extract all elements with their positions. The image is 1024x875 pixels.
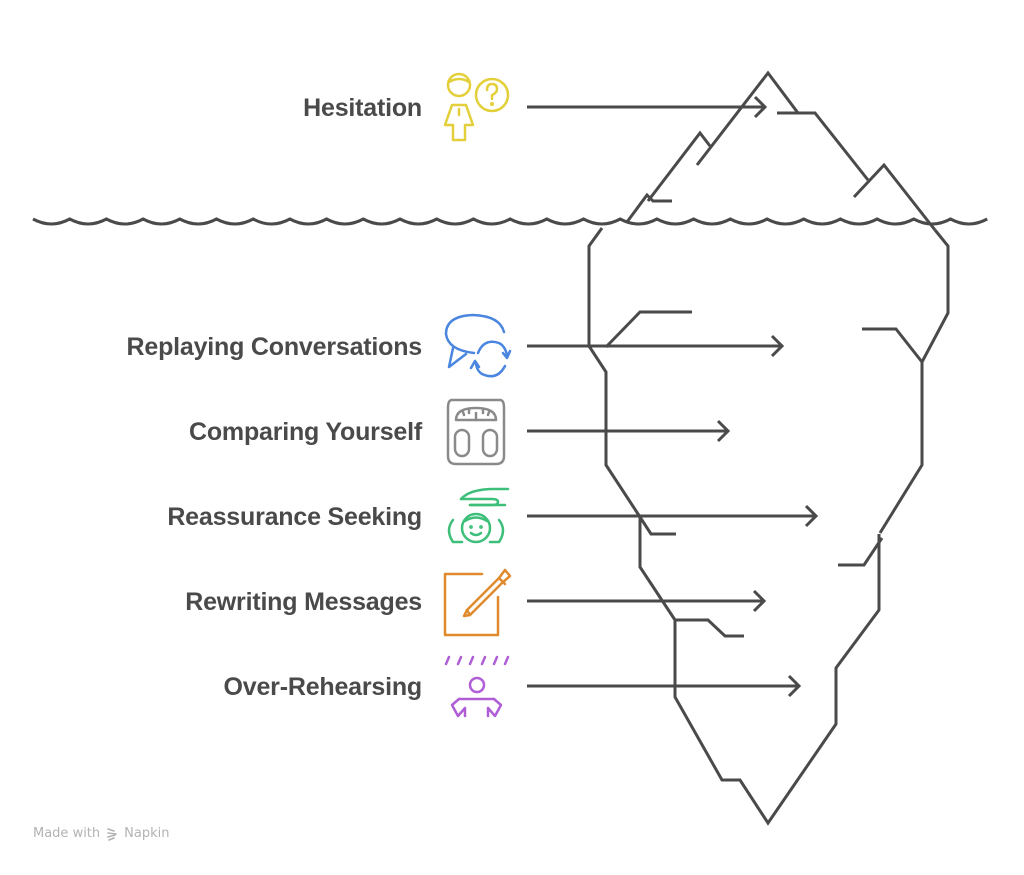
waterline (32, 217, 988, 226)
label-over-rehearsing: Over-Rehearsing (223, 673, 423, 701)
label-comparing-yourself: Comparing Yourself (188, 418, 422, 446)
iceberg-tip-crack (695, 70, 801, 166)
footer-watermark: Made with Napkin (33, 826, 169, 841)
napkin-logo-icon (107, 827, 117, 841)
iceberg-crack-2 (862, 327, 924, 363)
label-reassurance-seeking: Reassurance Seeking (167, 503, 422, 531)
made-with-text: Made with (33, 826, 101, 841)
scale-icon (446, 398, 506, 466)
edit-pencil-icon (443, 568, 512, 637)
arrow-rewriting-messages (527, 589, 767, 613)
arrow-comparing-yourself (527, 419, 731, 443)
person-shrug-rain-icon (444, 655, 510, 718)
iceberg-body-left (587, 227, 881, 826)
iceberg-tip-right (798, 111, 870, 181)
iceberg-crack-1 (604, 310, 692, 349)
iceberg-crack-3 (638, 516, 676, 536)
iceberg-tip-right-peak (852, 162, 937, 231)
hand-over-child-icon (447, 487, 510, 544)
napkin-brand-text: Napkin (124, 826, 170, 841)
label-rewriting-messages: Rewriting Messages (185, 588, 422, 616)
chat-refresh-icon (444, 313, 512, 378)
iceberg-crack-5 (675, 618, 744, 638)
arrow-replaying-conversations (527, 334, 785, 358)
iceberg-body-right (878, 229, 950, 534)
iceberg-tip-inner-left (646, 130, 712, 202)
arrow-hesitation (527, 95, 768, 119)
iceberg-crack-4 (838, 537, 884, 567)
arrow-over-rehearsing (527, 674, 802, 698)
person-question-icon (443, 72, 510, 142)
label-replaying-conversations: Replaying Conversations (126, 333, 423, 361)
arrow-reassurance-seeking (527, 504, 819, 528)
label-hesitation: Hesitation (303, 94, 422, 122)
